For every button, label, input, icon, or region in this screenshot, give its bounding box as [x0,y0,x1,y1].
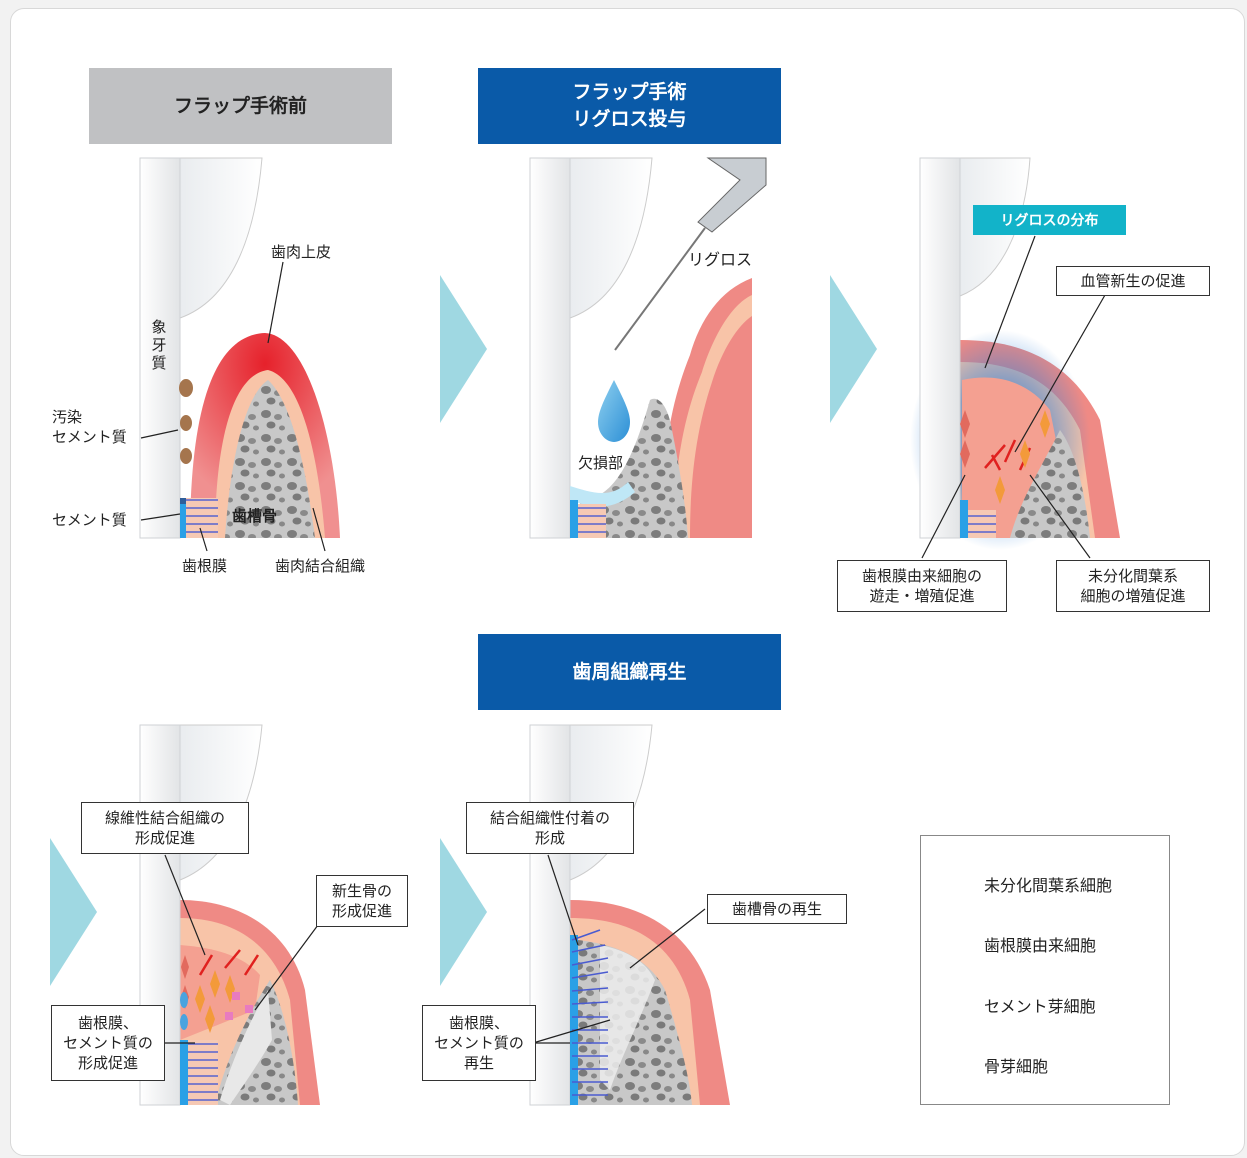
bone-regen-text: 歯槽骨の再生 [708,899,846,919]
header-before-surgery: フラップ手術前 [89,68,392,144]
legend-pdl-cell-label: 歯根膜由来細胞 [984,932,1096,956]
new-bone-line2: 形成促進 [317,901,407,921]
contaminated-cementum-label: 汚染 セメント質 [52,407,127,447]
header-surgery-rigross: フラップ手術 リグロス投与 [478,68,781,144]
fibrous-line2: 形成促進 [82,828,248,848]
legend-cementoblast-label: セメント芽細胞 [984,993,1096,1017]
dentin-char-2: 牙 [150,336,168,354]
transition-arrow-2 [830,275,877,423]
mesenchymal-box: 未分化間葉系 細胞の増殖促進 [1056,560,1210,612]
contaminated-line1: 汚染 [52,407,127,427]
attachment-line1: 結合組織性付着の [467,808,633,828]
gingival-epithelium-label: 歯肉上皮 [271,242,331,262]
header-during-line1: フラップ手術 [572,79,686,106]
pdl-cementum-line2: セメント質の [52,1033,164,1053]
defect-label: 欠損部 [578,453,623,473]
rigross-distribution-label: リグロスの分布 [973,205,1126,235]
dentin-char-1: 象 [150,318,168,336]
angiogenesis-text: 血管新生の促進 [1057,271,1209,291]
attachment-line2: 形成 [467,828,633,848]
new-bone-box: 新生骨の 形成促進 [316,875,408,927]
alveolar-bone-label: 歯槽骨 [232,506,277,526]
bone-regen-box: 歯槽骨の再生 [707,894,847,924]
header-during-line2: リグロス投与 [572,106,686,133]
panel-rigross-application [530,158,766,538]
pdl-regen-line1: 歯根膜、 [423,1013,535,1033]
legend-osteoblast-label: 骨芽細胞 [984,1053,1048,1077]
transition-arrow-4 [440,838,487,986]
pdl-cementum-regen-box: 歯根膜、 セメント質の 再生 [422,1005,536,1081]
fibrous-line1: 線維性結合組織の [82,808,248,828]
panel-before-surgery [140,158,340,551]
pdl-cementum-line3: 形成促進 [52,1053,164,1073]
pdl-cells-box: 歯根膜由来細胞の 遊走・増殖促進 [837,560,1007,612]
legend-mesenchymal-label: 未分化間葉系細胞 [984,872,1112,896]
pdl-label: 歯根膜 [182,556,227,576]
pdl-cementum-formation-box: 歯根膜、 セメント質の 形成促進 [51,1005,165,1081]
transition-arrow-1 [440,275,487,423]
dentin-label: 象 牙 質 [150,318,168,372]
rigross-label: リグロス [688,250,752,270]
panel-regeneration-promotion [140,725,320,1105]
cementum-label: セメント質 [52,510,127,530]
pdl-cells-line1: 歯根膜由来細胞の [838,566,1006,586]
dentin-char-3: 質 [150,354,168,372]
transition-arrow-3 [50,838,97,986]
new-bone-line1: 新生骨の [317,881,407,901]
mesenchymal-line1: 未分化間葉系 [1057,566,1209,586]
header-before-line1: フラップ手術前 [174,93,307,120]
attachment-box: 結合組織性付着の 形成 [466,802,634,854]
fibrous-ct-box: 線維性結合組織の 形成促進 [81,802,249,854]
pdl-regen-line3: 再生 [423,1053,535,1073]
contaminated-line2: セメント質 [52,427,127,447]
angiogenesis-box: 血管新生の促進 [1056,266,1210,296]
pdl-cells-line2: 遊走・増殖促進 [838,586,1006,606]
pdl-cementum-line1: 歯根膜、 [52,1013,164,1033]
mesenchymal-line2: 細胞の増殖促進 [1057,586,1209,606]
gingival-ct-label: 歯肉結合組織 [275,556,365,576]
header-regen-line1: 歯周組織再生 [572,659,686,686]
header-regeneration: 歯周組織再生 [478,634,781,710]
pdl-regen-line2: セメント質の [423,1033,535,1053]
